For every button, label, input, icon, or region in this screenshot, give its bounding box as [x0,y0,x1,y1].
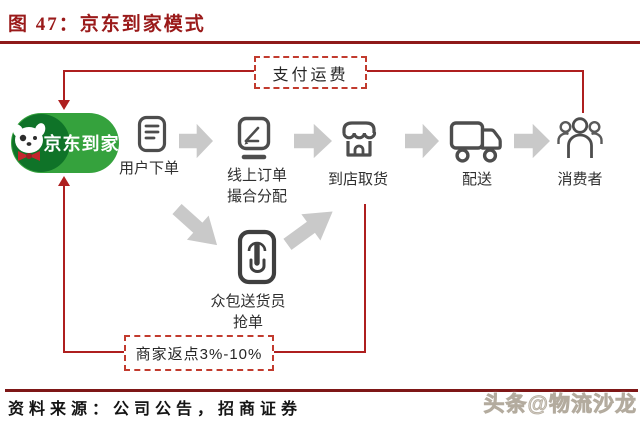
watermark: 头条@物流沙龙 [483,393,637,417]
step-label-consumer: 消费者 [557,171,603,188]
step-label-user-order: 用户下单 [118,160,179,177]
fee-label: 支付运费 [272,66,349,84]
rebate-label: 商家返点3%-10% [135,345,263,363]
logo-text: 京东到家 [43,134,120,154]
fee-label-box: 支付运费 [254,56,367,89]
figure-title: 图 47：京东到家模式 [8,14,206,35]
jd-daojia-logo: 京东到家 [11,113,119,173]
step-label-store-pickup: 到店取货 [327,171,388,188]
source-note: 资料来源：公司公告，招商证券 [8,401,303,418]
delivery-truck-icon [449,121,502,163]
flow-arrow-2-icon [294,123,332,159]
storefront-icon [342,121,377,157]
title-divider [0,41,640,44]
step-label-crowd-courier: 众包送货员 抢单 [193,291,303,333]
flow-arrow-1-icon [179,123,213,159]
fee-arrowhead-down-icon [58,100,70,110]
step-label-delivery: 配送 [461,171,492,188]
footer-divider [5,389,638,392]
step-label-online-order: 线上订单 撮合分配 [212,165,302,207]
rebate-label-box: 商家返点3%-10% [124,335,274,371]
tap-grab-order-icon [237,229,277,285]
flow-arrow-4-icon [514,123,550,159]
order-list-icon [137,115,167,153]
flow-arrow-3-icon [405,123,439,159]
rebate-connector-store-vertical [364,204,367,353]
consumers-group-icon [557,117,603,158]
fee-connector-right-vertical [582,70,585,113]
online-terminal-icon [237,116,271,160]
rebate-connector-left-vertical [63,185,66,353]
crowd-courier-line1: 众包送货员 [210,293,286,310]
fee-connector-left-vertical [63,70,66,102]
dog-mascot-icon [12,123,46,161]
online-order-line1: 线上订单 [226,167,287,184]
rebate-arrowhead-up-icon [58,176,70,186]
crowd-courier-line2: 抢单 [232,314,263,331]
online-order-line2: 撮合分配 [226,188,287,205]
